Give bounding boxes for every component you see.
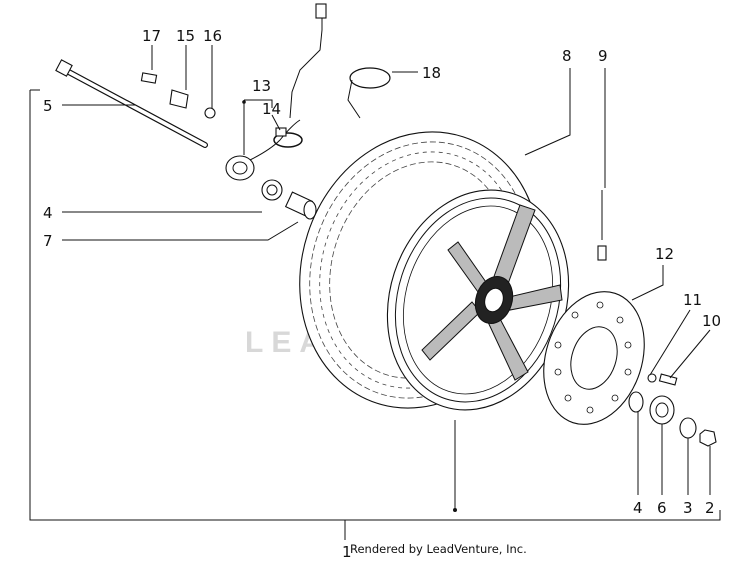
render-credit: Rendered by LeadVenture, Inc. [350,542,527,556]
leader-lines [62,45,711,495]
washer-11 [647,373,657,383]
callout-5: 5 [43,97,53,115]
callout-8: 8 [562,47,572,65]
brake-disc [543,291,645,425]
callout-14: 14 [262,100,281,118]
callout-11: 11 [683,291,702,309]
callout-4-left: 4 [43,204,53,222]
spacer-right [649,395,675,425]
callout-17: 17 [142,27,161,45]
callout-18: 18 [422,64,441,82]
bolt-10 [658,373,678,386]
valve-stem [597,190,607,261]
callout-1: 1 [342,543,352,561]
bracket-bolts [140,72,216,119]
assembly-bracket [29,89,721,540]
spacer-left [284,191,317,220]
callout-3: 3 [683,499,693,517]
callout-15: 15 [176,27,195,45]
rim-spokes [421,204,563,381]
seal-3 [679,417,697,439]
callout-16: 16 [203,27,222,45]
callout-4-right: 4 [633,499,643,517]
wheel-assembly [299,131,570,512]
callout-labels: 1 2 3 4 4 5 6 7 8 9 10 11 12 13 14 15 16… [43,27,721,561]
callout-2: 2 [705,499,715,517]
bearing-right [628,391,644,413]
speedo-drive [225,3,327,181]
wire-clip [347,67,391,119]
callout-6: 6 [657,499,667,517]
nut-2 [699,429,717,447]
callout-13: 13 [252,77,271,95]
axle-part [55,59,208,148]
callout-7: 7 [43,232,53,250]
callout-10: 10 [702,312,721,330]
callout-12: 12 [655,245,674,263]
callout-9: 9 [598,47,608,65]
